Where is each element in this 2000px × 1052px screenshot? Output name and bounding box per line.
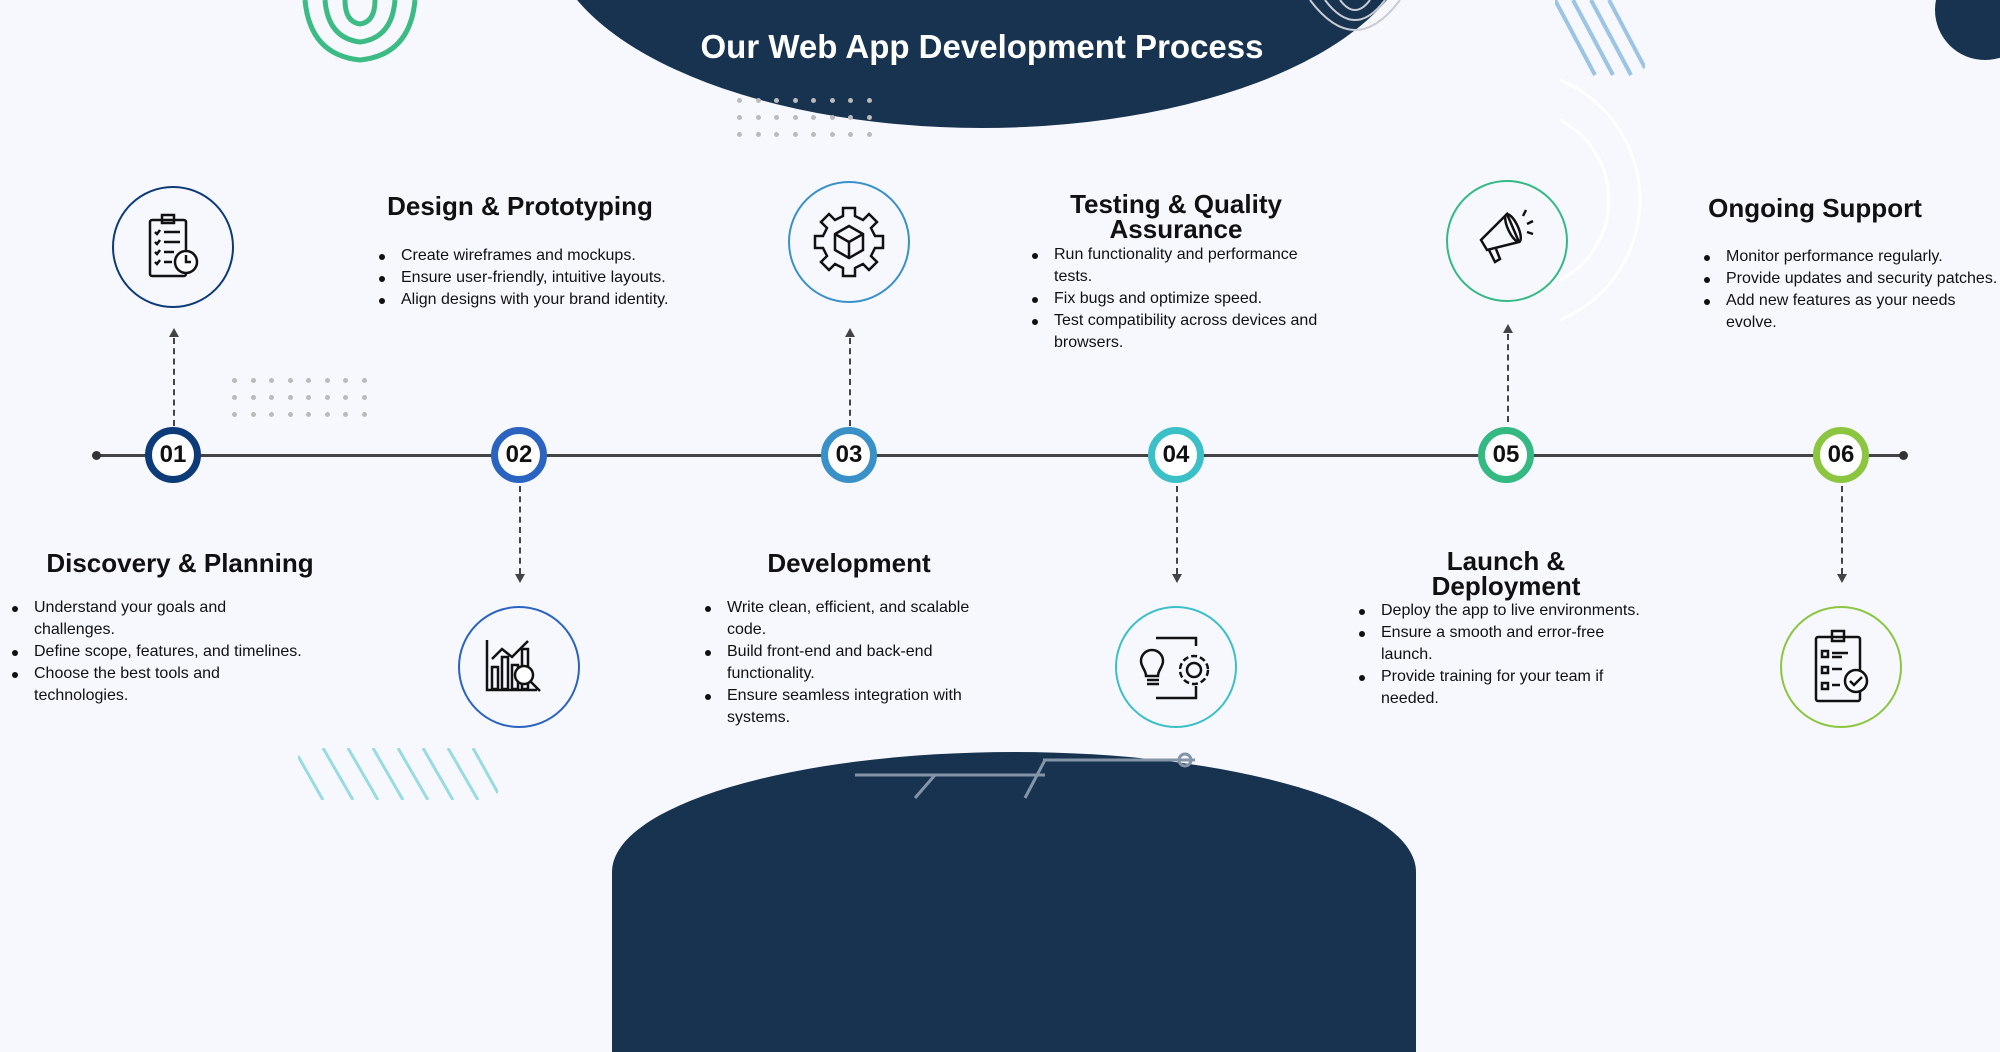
connector-06 [1841,486,1843,574]
bullet-item: Align designs with your brand identity. [377,289,677,311]
clipboard-clock-icon [148,213,199,278]
bulb-gear-icon [1139,636,1210,700]
bullet-item: Understand your goals and challenges. [10,597,310,641]
step-marker-03: 03 [821,427,877,483]
bullet-item: Build front-end and back-end functionali… [703,641,1003,685]
step-marker-05: 05 [1478,427,1534,483]
connector-05 [1507,334,1509,422]
arrow-down-icon [1172,574,1182,583]
diagonal-lines-decoration-bottom [298,748,498,800]
step-heading-05: Launch & Deployment [1431,546,1581,601]
bullet-item: Test compatibility across devices and br… [1030,310,1330,354]
bullet-item: Deploy the app to live environments. [1357,600,1657,622]
step-heading-02: Design & Prototyping [387,191,653,221]
arrow-down-icon [1837,574,1847,583]
bullet-item: Ensure user-friendly, intuitive layouts. [377,267,677,289]
concentric-arcs-decoration [1309,0,1401,31]
page-title: Our Web App Development Process [700,28,1264,65]
bullet-item: Provide updates and security patches. [1702,268,2000,290]
bullet-item: Monitor performance regularly. [1702,246,2000,268]
step-bullets-01: Understand your goals and challenges. De… [10,597,310,707]
step-icon-circle-02 [458,606,580,728]
dot-grid-decoration-top [737,98,873,137]
connector-02 [519,486,521,574]
bullet-item: Fix bugs and optimize speed. [1030,288,1330,310]
step-marker-01: 01 [145,427,201,483]
connector-01 [173,338,175,426]
step-marker-06: 06 [1813,427,1869,483]
step-marker-02: 02 [491,427,547,483]
step-icon-circle-05 [1446,180,1568,302]
arrow-up-icon [845,328,855,337]
step-icon-circle-03 [788,181,910,303]
arrow-up-icon [1503,324,1513,333]
megaphone-icon [1479,209,1534,264]
step-bullets-05: Deploy the app to live environments. Ens… [1357,600,1657,710]
step-bullets-02: Create wireframes and mockups. Ensure us… [377,245,677,311]
bullet-item: Ensure a smooth and error-free launch. [1357,622,1657,666]
checklist-icon [1814,629,1869,703]
timeline-line [96,454,1903,457]
gear-box-icon [813,206,885,278]
timeline-start-dot [92,451,101,460]
fingerprint-decoration [302,0,418,63]
bullet-item: Create wireframes and mockups. [377,245,677,267]
connector-04 [1176,486,1178,574]
diagonal-lines-decoration [1555,0,1645,76]
step-bullets-04: Run functionality and performance tests.… [1030,244,1330,354]
step-bullets-06: Monitor performance regularly. Provide u… [1702,246,2000,334]
dot-grid-decoration [232,378,368,417]
step-icon-circle-06 [1780,606,1902,728]
corner-circle-decoration [1935,0,2000,60]
bullet-item: Ensure seamless integration with systems… [703,685,1003,729]
arrow-down-icon [515,574,525,583]
bullet-item: Add new features as your needs evolve. [1702,290,2000,334]
white-arcs-decoration [1560,78,1642,322]
bullet-item: Run functionality and performance tests. [1030,244,1330,288]
step-heading-03: Development [767,548,931,578]
chart-magnifier-icon [485,639,541,692]
bullet-item: Provide training for your team if needed… [1357,666,1657,710]
circuit-lines-decoration [855,752,1195,799]
arrow-up-icon [169,328,179,337]
bullet-item: Write clean, efficient, and scalable cod… [703,597,1003,641]
step-heading-01: Discovery & Planning [46,548,314,578]
step-bullets-03: Write clean, efficient, and scalable cod… [703,597,1003,729]
connector-03 [849,338,851,426]
bullet-item: Define scope, features, and timelines. [10,641,310,663]
bullet-item: Choose the best tools and technologies. [10,663,310,707]
step-heading-04: Testing & Quality Assurance [1070,189,1282,244]
step-icon-circle-04 [1115,606,1237,728]
step-heading-06: Ongoing Support [1708,193,1922,223]
step-marker-04: 04 [1148,427,1204,483]
timeline-end-dot [1899,451,1908,460]
step-icon-circle-01 [112,186,234,308]
